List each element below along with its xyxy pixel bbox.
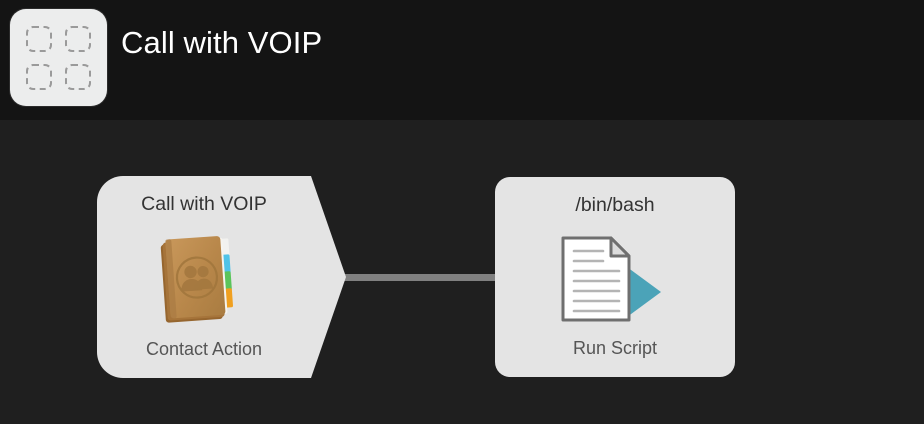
contact-action-node-subtitle: Contact Action xyxy=(145,339,263,359)
run-script-node-title: /bin/bash xyxy=(575,194,655,216)
workflow-icon-cell-bottom-left xyxy=(26,64,52,90)
workflow-node-run-script[interactable]: /bin/bash xyxy=(495,177,735,377)
workflow-icon-cell-bottom-right xyxy=(65,64,91,90)
workflow-connector xyxy=(337,274,502,281)
workflow-header: Call with VOIP xyxy=(0,0,924,120)
contacts-book-icon xyxy=(160,232,250,324)
workflow-title: Call with VOIP xyxy=(121,25,323,60)
workflow-icon-cell-top-left xyxy=(26,26,52,52)
workflow-node-contact-action[interactable]: Call with VOIP xyxy=(97,176,346,378)
workflow-canvas[interactable]: Call with VOIP xyxy=(0,120,924,424)
workflow-icon-cell-top-right xyxy=(65,26,91,52)
run-script-document-icon xyxy=(553,230,677,326)
automator-workflow-icon xyxy=(10,9,107,106)
run-script-node-subtitle: Run Script xyxy=(572,338,658,358)
contact-action-node-title: Call with VOIP xyxy=(141,193,267,215)
